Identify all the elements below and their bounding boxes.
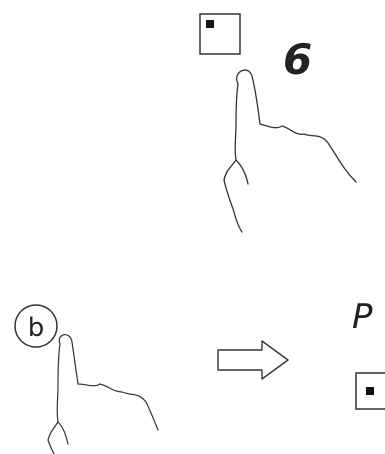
b-key-icon: b xyxy=(15,305,57,347)
pressing-hand-icon xyxy=(224,70,356,232)
display-text: P xyxy=(352,297,373,337)
result-square-key-icon xyxy=(356,373,385,409)
key-label: b xyxy=(28,313,45,343)
right-arrow-icon xyxy=(218,341,288,379)
pressing-hand-icon-2 xyxy=(48,335,158,454)
square-stop-key-icon xyxy=(200,14,240,54)
display-digit: 6 xyxy=(283,35,312,84)
